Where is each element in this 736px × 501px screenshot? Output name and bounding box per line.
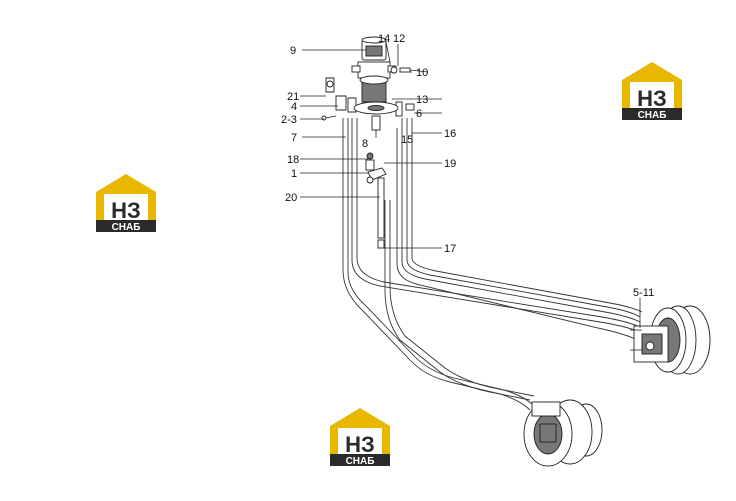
label-6: 6 [416,108,422,120]
label-8: 8 [362,138,368,150]
logo-letters: НЗ [637,86,667,111]
label-2-3: 2-3 [281,114,297,126]
logo-caption: СНАБ [346,456,375,467]
rod-assembly [365,152,387,249]
label-18: 18 [287,154,299,166]
label-20: 20 [285,192,297,204]
travel-motor-left [523,399,603,467]
leader-lines [300,41,641,328]
label-9: 9 [290,45,296,57]
logo-letters: НЗ [111,198,141,223]
label-19: 19 [444,158,456,170]
hose-bundle-right-motor [351,118,643,341]
travel-motor-right [630,305,711,375]
label-4: 4 [291,101,297,113]
label-7: 7 [291,132,297,144]
label-12: 12 [393,33,405,45]
swivel-joint-assembly [321,36,429,138]
watermark-logo-left: НЗ СНАБ [96,174,156,233]
hose-bundle-left-motor [342,118,535,411]
watermark-logo-right: НЗ СНАБ [622,62,682,121]
logo-letters: НЗ [345,432,375,457]
label-17: 17 [444,243,456,255]
watermark-logo-bottom: НЗ СНАБ [330,408,390,467]
label-16: 16 [444,128,456,140]
part-labels: 9 14 12 10 21 13 4 6 2-3 7 16 15 8 18 19… [281,33,654,299]
logo-caption: СНАБ [112,222,141,233]
logo-caption: СНАБ [638,110,667,121]
label-14: 14 [378,33,390,45]
label-15: 15 [401,134,413,146]
label-13: 13 [416,94,428,106]
label-21: 21 [287,91,299,103]
label-1: 1 [291,168,297,180]
label-10: 10 [416,67,428,79]
label-5-11: 5-11 [633,287,654,299]
